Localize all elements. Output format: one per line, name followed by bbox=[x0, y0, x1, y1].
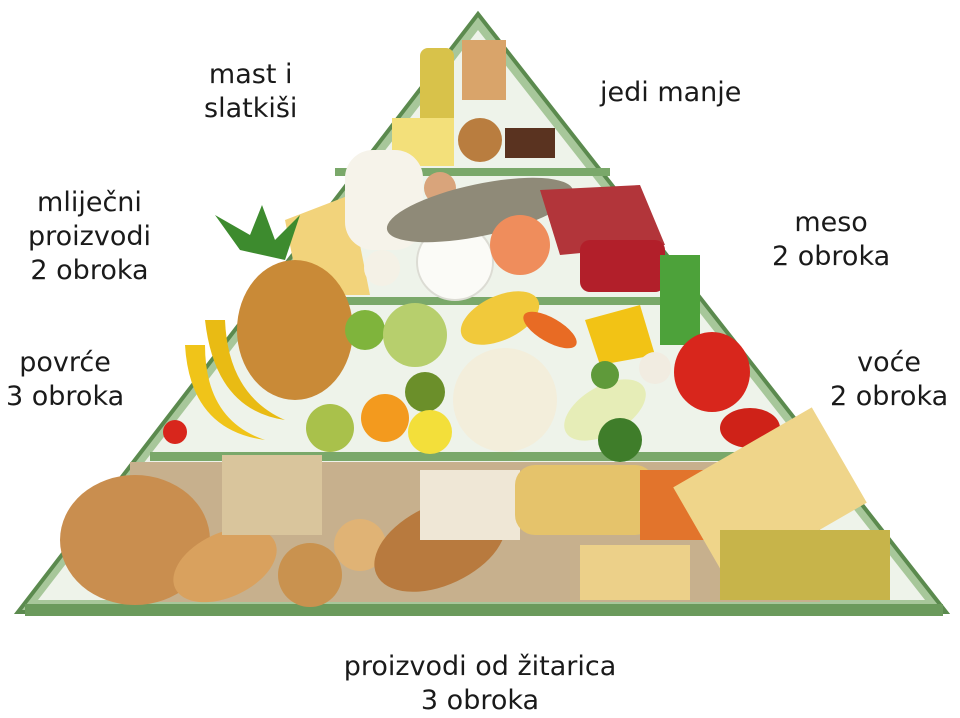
label-meat: meso 2 obroka bbox=[772, 206, 890, 274]
label-grains-line1: proizvodi od žitarica bbox=[0, 650, 960, 684]
label-fats-sweets-line1: mast i bbox=[204, 58, 297, 92]
label-fruit: voće 2 obroka bbox=[830, 346, 948, 414]
orange-slice bbox=[361, 394, 409, 442]
label-dairy-line1: mliječni bbox=[28, 186, 151, 220]
mozzarella bbox=[364, 250, 400, 286]
label-fruit-line1: voće bbox=[830, 346, 948, 380]
cauliflower bbox=[453, 348, 557, 452]
white-beans bbox=[420, 470, 520, 540]
label-dairy-line3: 2 obroka bbox=[28, 254, 151, 288]
label-eat-less-line1: jedi manje bbox=[600, 76, 741, 110]
lemon bbox=[408, 410, 452, 454]
label-fruit-line2: 2 obroka bbox=[830, 380, 948, 414]
crackers bbox=[278, 543, 342, 607]
wafer-stack bbox=[462, 40, 506, 100]
label-vegetables-line1: povrće bbox=[6, 346, 124, 380]
apple bbox=[345, 310, 385, 350]
label-fats-sweets-line2: slatkiši bbox=[204, 92, 297, 126]
strawberries bbox=[163, 420, 187, 444]
pear bbox=[306, 404, 354, 452]
cookie bbox=[458, 118, 502, 162]
shelf-bottom bbox=[25, 604, 943, 616]
label-dairy: mliječni proizvodi 2 obroka bbox=[28, 186, 151, 288]
label-grains: proizvodi od žitarica 3 obroka bbox=[0, 650, 960, 718]
crispbread bbox=[222, 455, 322, 535]
kiwi bbox=[405, 372, 445, 412]
minced-meat bbox=[580, 240, 665, 292]
label-meat-line1: meso bbox=[772, 206, 890, 240]
grapes bbox=[383, 303, 447, 367]
potatoes bbox=[515, 465, 655, 535]
label-vegetables-line2: 3 obroka bbox=[6, 380, 124, 414]
label-grains-line2: 3 obroka bbox=[0, 684, 960, 718]
broccoli bbox=[598, 418, 642, 462]
chocolate bbox=[505, 128, 555, 158]
spring-onions bbox=[660, 255, 700, 345]
label-vegetables: povrće 3 obroka bbox=[6, 346, 124, 414]
pasta-farfalle bbox=[720, 530, 890, 600]
tagliatelle bbox=[580, 545, 690, 600]
label-dairy-line2: proizvodi bbox=[28, 220, 151, 254]
label-meat-line2: 2 obroka bbox=[772, 240, 890, 274]
salmon-steak bbox=[490, 215, 550, 275]
red-pepper bbox=[674, 332, 750, 412]
label-eat-less: jedi manje bbox=[600, 76, 741, 110]
mushroom bbox=[639, 352, 671, 384]
label-fats-sweets: mast i slatkiši bbox=[204, 58, 297, 126]
cucumber bbox=[591, 361, 619, 389]
